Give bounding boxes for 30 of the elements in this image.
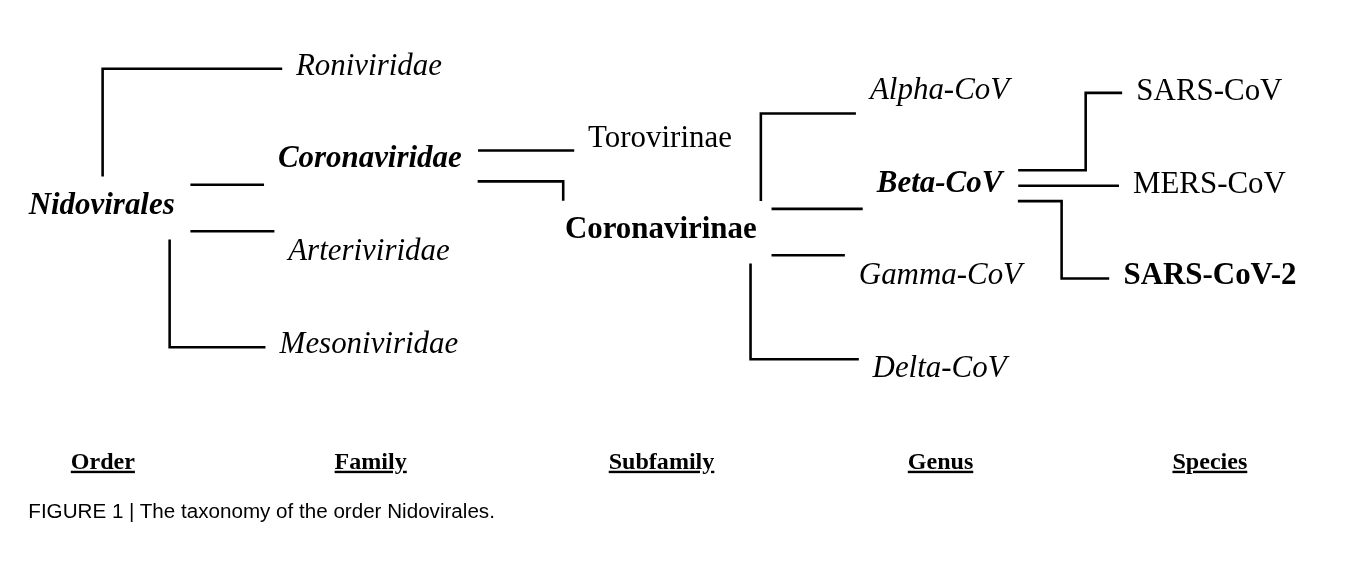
connector	[478, 149, 575, 152]
connector	[190, 229, 275, 233]
connector	[168, 239, 266, 349]
connector	[1018, 91, 1123, 172]
node-text: SARS-CoV-2	[1123, 256, 1297, 292]
node-text: Alpha-CoV	[869, 70, 1010, 106]
node-text: Roniviridae	[295, 46, 442, 82]
node-text: Torovirinae	[588, 118, 732, 154]
connector	[1017, 199, 1110, 280]
caption: FIGURE 1 | The taxonomy of the order Nidovirales.	[28, 499, 495, 523]
node-text: MERS-CoV	[1132, 165, 1286, 201]
label: Genus	[907, 447, 974, 474]
connector	[101, 67, 283, 177]
connector	[771, 254, 845, 257]
connector	[749, 263, 859, 361]
connector	[771, 207, 863, 211]
node-text: Coronaviridae	[277, 139, 462, 175]
node-text: SARS-CoV	[1136, 72, 1283, 108]
label: Order	[70, 447, 135, 474]
node-text: Nidovirales	[28, 185, 175, 221]
label: Family	[334, 447, 407, 474]
node-text: Coronavirinae	[564, 209, 757, 245]
connector	[1018, 184, 1119, 187]
label: Species	[1172, 447, 1248, 474]
connector	[190, 183, 265, 187]
connector	[759, 112, 856, 201]
node-text: Arteriviridae	[288, 232, 450, 268]
node-text: Mesoniviridae	[279, 325, 459, 361]
node-text: Beta-CoV	[876, 163, 1003, 199]
label: Subfamily	[608, 447, 715, 474]
